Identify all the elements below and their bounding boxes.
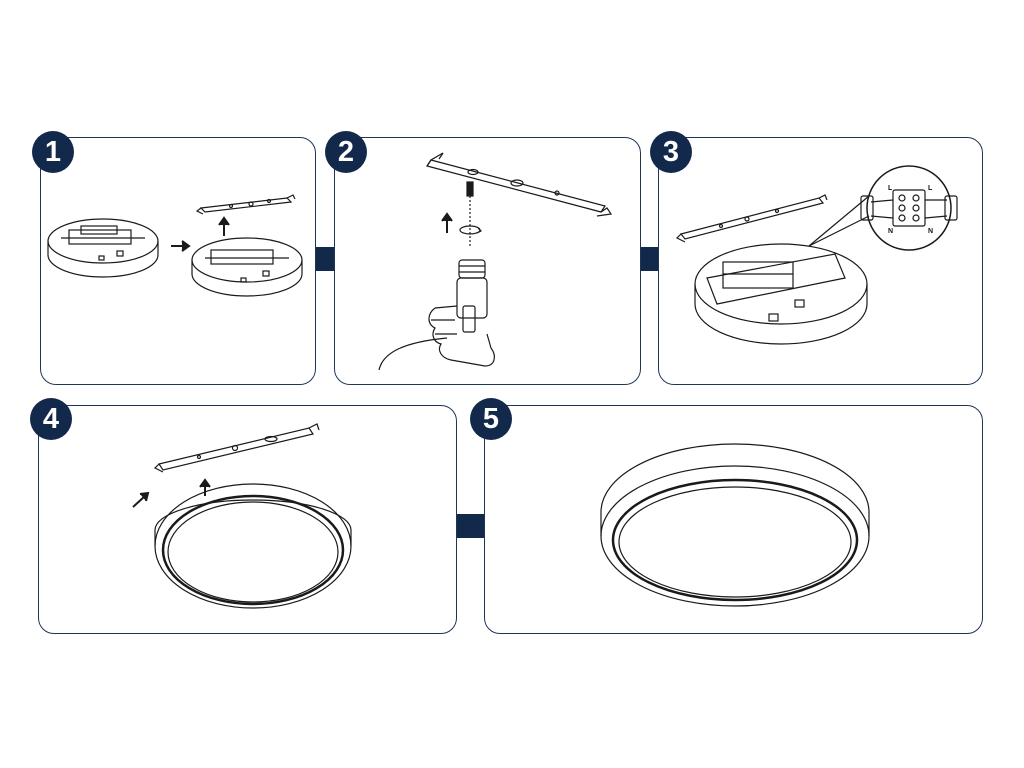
step-3-illustration: L L N N	[675, 165, 958, 345]
step-5-badge: 5	[470, 398, 512, 440]
neutral-label-right: N	[928, 228, 933, 235]
installed-ceiling-lamp	[600, 443, 870, 607]
mounting-bracket	[195, 194, 296, 215]
step-1-panel	[40, 137, 316, 385]
arrow-up-icon	[441, 212, 453, 233]
step-1-illustration	[47, 194, 303, 297]
callout-line	[808, 215, 870, 247]
connector-1-2	[316, 247, 334, 271]
live-label-right: L	[928, 185, 933, 192]
step-2-badge: 2	[325, 131, 367, 173]
drill-icon	[456, 259, 488, 333]
mounting-bracket	[675, 194, 828, 243]
screw-icon	[459, 181, 483, 248]
hand-icon	[428, 305, 495, 367]
base-plate-with-terminal	[694, 243, 868, 345]
connector-4-5	[457, 514, 484, 538]
step-4-badge: 4	[30, 398, 72, 440]
drill-cable	[378, 337, 448, 371]
arrow-up-icon	[199, 478, 211, 496]
live-label-left: L	[888, 185, 893, 192]
step-2-illustration	[378, 152, 613, 371]
arrow-right-icon	[171, 240, 191, 252]
step-2-panel	[334, 137, 641, 385]
step-3-panel: L L N N	[658, 137, 983, 385]
arrow-up-icon	[218, 216, 230, 236]
step-4-illustration	[132, 423, 352, 609]
terminal-block-zoom	[860, 165, 958, 251]
connector-2-3	[641, 247, 658, 271]
step-4-panel	[38, 405, 457, 634]
mounting-bracket	[426, 152, 613, 217]
mounting-bracket	[153, 423, 320, 473]
step-5-panel	[484, 405, 983, 634]
step-1-badge: 1	[32, 131, 74, 173]
neutral-label-left: N	[888, 228, 893, 235]
step-5-illustration	[600, 443, 870, 607]
arrow-diagonal-icon	[132, 491, 150, 508]
step-3-badge: 3	[650, 131, 692, 173]
base-plate-bracket-removed	[191, 237, 303, 297]
base-plate-with-bracket	[47, 218, 159, 278]
ceiling-lamp	[154, 483, 352, 609]
